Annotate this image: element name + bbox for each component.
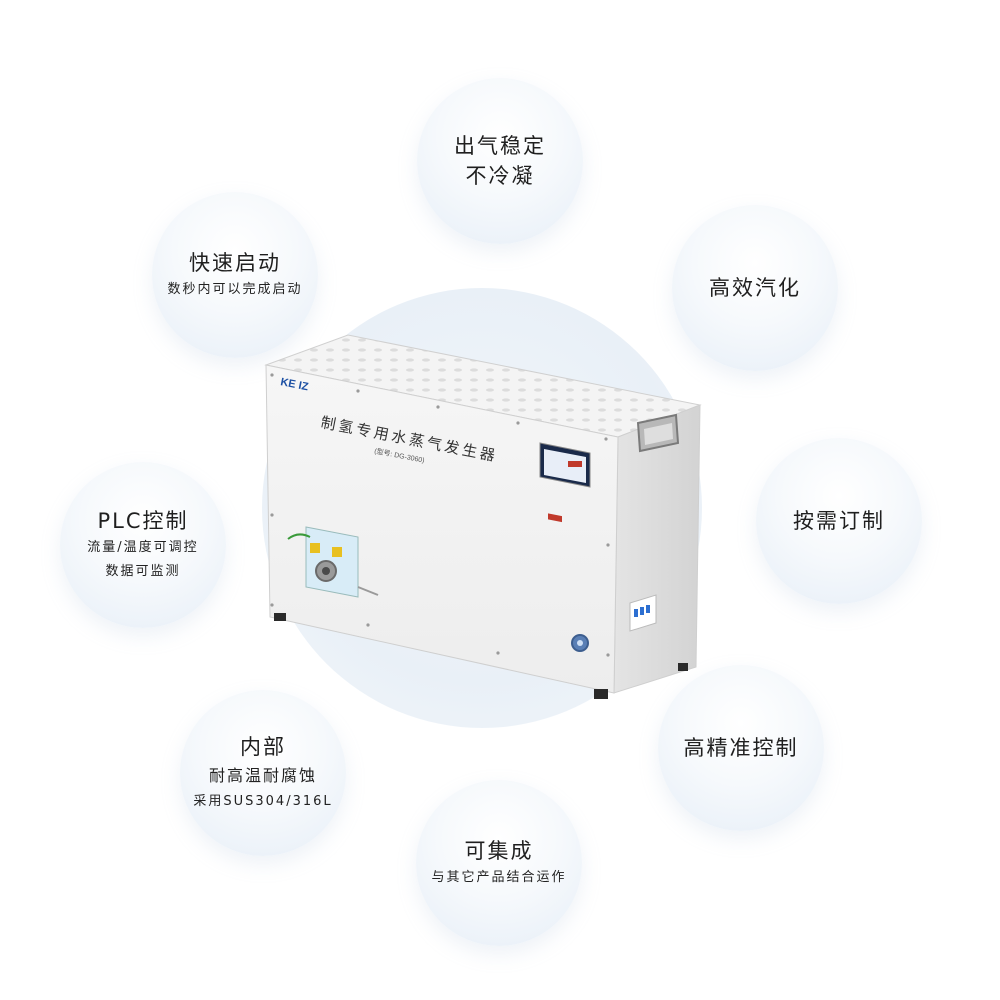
device-foot xyxy=(594,689,608,699)
feature-subtitle: 耐高温耐腐蚀 xyxy=(208,766,317,785)
feature-title: PLC控制 xyxy=(97,509,189,533)
feature-integration: 可集成 与其它产品结合运作 xyxy=(416,780,582,946)
screws xyxy=(270,373,610,657)
feature-title: 快速启动 xyxy=(189,251,281,275)
steam-generator-device: KE IZ 制氢专用水蒸气发生器 (型号: DG-3060) xyxy=(264,334,702,699)
feature-corrosion-resistant: 内部 耐高温耐腐蚀 采用SUS304/316L xyxy=(180,690,346,856)
feature-customization: 按需订制 xyxy=(756,438,922,604)
feature-subtitle: 数据可监测 xyxy=(105,564,181,579)
feature-high-precision: 高精准控制 xyxy=(658,665,824,831)
feature-title: 高精准控制 xyxy=(683,736,799,760)
feature-subtitle: 与其它产品结合运作 xyxy=(431,870,567,885)
feature-subtitle: 流量/温度可调控 xyxy=(87,540,199,555)
handle-icon xyxy=(636,413,680,453)
device-foot xyxy=(678,663,688,671)
feature-efficient-vaporization: 高效汽化 xyxy=(672,205,838,371)
device-front-panel xyxy=(265,364,619,694)
device-foot xyxy=(274,613,286,621)
feature-subtitle: 采用SUS304/316L xyxy=(193,794,333,809)
feature-subtitle: 不冷凝 xyxy=(465,164,535,188)
breaker-icon xyxy=(629,594,657,632)
screen-icon xyxy=(539,442,591,523)
feature-subtitle: 数秒内可以完成启动 xyxy=(167,282,303,297)
device-brand: KE IZ xyxy=(279,376,309,393)
feature-fast-start: 快速启动 数秒内可以完成启动 xyxy=(152,192,318,358)
feature-stable-output: 出气稳定 不冷凝 xyxy=(417,78,583,244)
feature-title: 可集成 xyxy=(464,839,534,863)
feature-plc-control: PLC控制 流量/温度可调控 数据可监测 xyxy=(60,462,226,628)
feature-title: 内部 xyxy=(240,735,286,759)
feature-title: 按需订制 xyxy=(793,509,885,533)
feature-title: 出气稳定 xyxy=(454,134,546,158)
feature-title: 高效汽化 xyxy=(709,276,801,300)
power-knob-icon xyxy=(571,634,589,652)
valve-assembly-icon xyxy=(287,526,379,598)
